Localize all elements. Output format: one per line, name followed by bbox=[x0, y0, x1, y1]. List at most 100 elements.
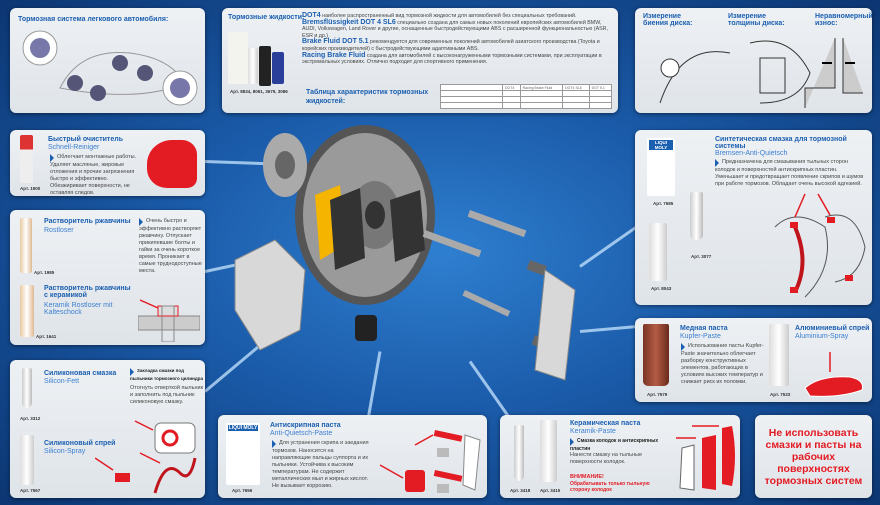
article-number: Арт. 1641 bbox=[36, 334, 57, 339]
brake-fluids-panel: Тормозные жидкости: Арт. 8834, 8061, 367… bbox=[222, 8, 618, 113]
measure-label: Измерение биения диска: bbox=[643, 13, 693, 27]
red-caliper-image bbox=[147, 140, 197, 188]
panel-title: Тормозная система легкового автомобиля: bbox=[18, 16, 169, 23]
product-title: Алюминиевый спрей bbox=[795, 325, 870, 332]
spray-can-image bbox=[540, 420, 557, 482]
bullet-arrow-icon bbox=[272, 440, 276, 448]
silicone-panel: Арт. 3312 Силиконовая смазка Silicon-Fet… bbox=[10, 360, 205, 498]
spray-can-image bbox=[20, 435, 34, 485]
brake-pad bbox=[330, 188, 365, 270]
product-title: Силиконовая смазка bbox=[44, 370, 117, 377]
product-description: Предназначена для смазывания тыльных сто… bbox=[715, 159, 864, 187]
bullet-arrow-icon bbox=[570, 438, 574, 446]
tube-image bbox=[690, 192, 703, 240]
silicone-application-drawing bbox=[95, 420, 197, 494]
fluid-bottle-image bbox=[248, 48, 258, 84]
tube-image bbox=[514, 425, 524, 481]
panel-title: Тормозные жидкости: bbox=[228, 14, 305, 21]
spray-can-image bbox=[769, 324, 789, 386]
sachet-image: LIQUI MOLY bbox=[226, 423, 260, 485]
brake-pad bbox=[390, 190, 425, 262]
guide-pin-drawing bbox=[379, 430, 481, 493]
product-description: Использование пасты Kupfer-Paste значите… bbox=[681, 343, 764, 385]
car-brake-system-panel: Тормозная система легкового автомобиля: bbox=[10, 8, 205, 113]
ceramic-paste-panel: Арт. 3418 Арт. 3415 Керамическая паста K… bbox=[500, 415, 740, 498]
fluid-bottle-image bbox=[228, 32, 248, 84]
disc-measurement-panel: Измерение биения диска: Измерение толщин… bbox=[635, 8, 872, 113]
spray-can-image bbox=[20, 285, 34, 337]
spray-can-image bbox=[20, 135, 33, 183]
spray-can-image bbox=[20, 218, 32, 273]
spray-can-image bbox=[649, 223, 667, 281]
product-subtitle: Aluminium-Spray bbox=[795, 333, 849, 340]
brand-logo: LIQUI MOLY bbox=[228, 425, 258, 431]
tube-image bbox=[643, 324, 669, 386]
brand-logo: LIQUI MOLY bbox=[649, 140, 673, 150]
fluids-description: DOT4 наиболее распространенный вид тормо… bbox=[302, 12, 608, 66]
guide-pin bbox=[467, 210, 527, 238]
brake-pads-drawing bbox=[676, 425, 735, 491]
product-subtitle: Rostloser bbox=[44, 227, 74, 234]
article-number: Арт. 7567 bbox=[20, 488, 41, 493]
article-number: Арт. 1985 bbox=[34, 270, 55, 275]
article-number: Арт. 3418 bbox=[510, 488, 531, 493]
table-title: Таблица характеристик тормозных жидкосте… bbox=[306, 89, 429, 105]
product-title: Антискрипная паста bbox=[270, 422, 341, 429]
warning-panel: Не использовать смазки и пасты на рабочи… bbox=[755, 415, 872, 498]
product-description: Очень быстро и эффективно растворяет ржа… bbox=[139, 218, 202, 274]
product-description: Отогнуть отверткой пыльник и заполнить п… bbox=[130, 385, 203, 405]
copper-aluminium-panel: Арт. 7579 Медная паста Kupfer-Paste Испо… bbox=[635, 318, 872, 402]
article-number: Арт. 7656 bbox=[232, 488, 253, 493]
article-number: Арт. 3415 bbox=[540, 488, 561, 493]
brake-pad-red-drawing bbox=[804, 352, 863, 397]
fluid-bottle-image bbox=[272, 52, 284, 84]
anti-squeal-paste-panel: LIQUI MOLY Арт. 7656 Антискрипная паста … bbox=[218, 415, 487, 498]
article-number: Арт. 8834, 8061, 3679, 3086 bbox=[230, 89, 288, 94]
guide-pin bbox=[422, 230, 482, 258]
product-title: Силиконовый спрей bbox=[44, 440, 116, 447]
sachet-image: LIQUI MOLY bbox=[647, 138, 675, 196]
article-number: Арт. 3077 bbox=[691, 254, 712, 259]
article-number: Арт. 3312 bbox=[20, 416, 41, 421]
measurement-drawings bbox=[659, 38, 863, 108]
article-number: Арт. 1900 bbox=[20, 186, 41, 191]
product-title: Быстрый очиститель bbox=[48, 136, 123, 143]
car-diagram bbox=[22, 30, 198, 106]
product-subtitle: Keramik Rostloser mit Kalteschock bbox=[44, 302, 113, 316]
product-note: Смазка колодок и антискрипных пластин bbox=[570, 438, 659, 452]
product-description: Нанести смазку на тыльные поверхности ко… bbox=[570, 452, 643, 465]
bullet-arrow-icon bbox=[130, 368, 134, 376]
product-subtitle: Keramik-Paste bbox=[570, 428, 616, 435]
rust-remover-panel: Арт. 1985 Растворитель ржавчины Rostlose… bbox=[10, 210, 205, 345]
product-title: Растворитель ржавчины с керамикой bbox=[44, 285, 131, 299]
bullet-arrow-icon bbox=[681, 343, 685, 351]
measure-label: Неравномерный износ: bbox=[815, 13, 872, 27]
product-note: Закладка смазки под пыльники тормозного … bbox=[130, 368, 203, 381]
brake-assembly-illustration bbox=[234, 125, 576, 381]
article-number: Арт. 7579 bbox=[647, 392, 668, 397]
bullet-arrow-icon bbox=[715, 159, 719, 167]
article-number: Арт. 7533 bbox=[770, 392, 791, 397]
tube-image bbox=[22, 368, 32, 408]
product-title: Растворитель ржавчины bbox=[44, 218, 131, 225]
caliper bbox=[234, 239, 306, 351]
bullet-arrow-icon bbox=[139, 218, 143, 226]
product-subtitle: Silicon-Spray bbox=[44, 448, 86, 455]
product-subtitle: Anti-Quietsch-Paste bbox=[270, 430, 333, 437]
article-number: Арт. 8043 bbox=[651, 286, 672, 291]
synthetic-text-block: Синтетическая смазка для тормозной систе… bbox=[715, 136, 867, 188]
product-title: Керамическая паста bbox=[570, 420, 641, 427]
product-subtitle: Bremsen-Anti-Quietsch bbox=[715, 150, 788, 157]
caliper-bracket bbox=[534, 269, 576, 381]
warning-message: Не использовать смазки и пасты на рабочи… bbox=[764, 426, 863, 487]
warning-text: Обрабатывать только тыльную сторону коло… bbox=[570, 481, 650, 493]
bullet-arrow-icon bbox=[50, 154, 54, 162]
bushing bbox=[355, 315, 377, 341]
product-title: Синтетическая смазка для тормозной систе… bbox=[715, 136, 847, 150]
measure-label: Измерение толщины диска: bbox=[728, 13, 785, 27]
caliper-drawing bbox=[774, 193, 866, 298]
product-title: Медная паста bbox=[680, 325, 728, 332]
synthetic-grease-panel: LIQUI MOLY Арт. 7685 Арт. 3077 Арт. 8043… bbox=[635, 130, 872, 305]
quick-cleaner-panel: Арт. 1900 Быстрый очиститель Schnell-Rei… bbox=[10, 130, 205, 196]
